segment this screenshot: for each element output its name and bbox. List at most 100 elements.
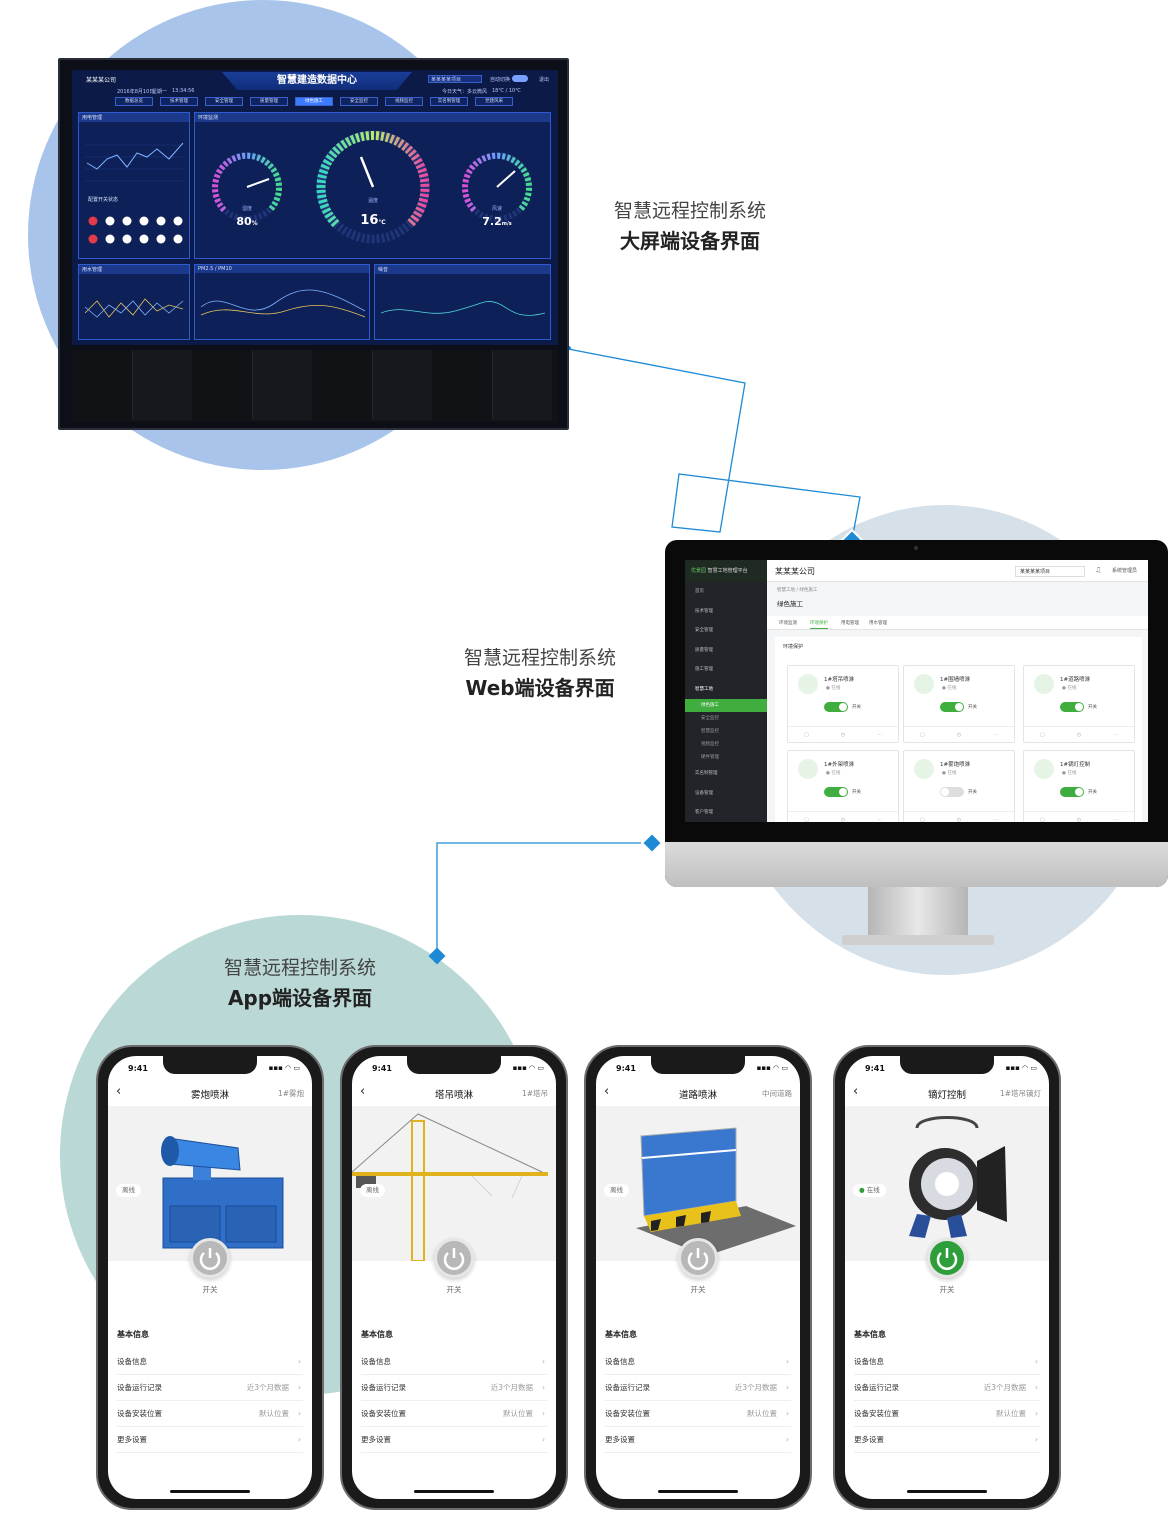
device-card-5[interactable]: 1#镝灯控制 ● 在线 开关 ▢◷··· (1023, 750, 1135, 822)
device-switch[interactable] (940, 702, 964, 712)
monitor-stand (868, 887, 968, 937)
row-run-records[interactable]: 设备运行记录近3个月数据› (361, 1375, 547, 1401)
breadcrumb: 智慧工地 / 绿色施工 (777, 588, 818, 593)
row-more-settings[interactable]: 更多设置› (605, 1427, 791, 1453)
power-button[interactable] (434, 1238, 474, 1278)
web-logo: 优景园 智慧工地管理平台 (685, 560, 767, 582)
web-tab-0[interactable]: 环境监测 (779, 621, 797, 626)
env-panel: 环境监测 湿度 80% 温度 16℃ 风速 7.2m/s (194, 112, 551, 259)
row-install-location[interactable]: 设备安装位置默认位置› (117, 1401, 303, 1427)
power-icon (443, 1248, 465, 1270)
back-icon[interactable]: ‹ (360, 1084, 366, 1099)
device-card-3[interactable]: 1#外架喷淋 ● 在线 开关 ▢◷··· (787, 750, 899, 822)
web-sidebar: 优景园 智慧工地管理平台 首页 技术管理 安全管理 质量管理 施工管理 智慧工地… (685, 560, 767, 822)
noise-panel-title: 噪音 (375, 265, 550, 274)
bs-tab-0[interactable]: 数据总览 (115, 97, 153, 106)
row-run-records[interactable]: 设备运行记录近3个月数据› (605, 1375, 791, 1401)
menu-item-0[interactable]: 首页 (695, 589, 704, 594)
switch-status-grid (88, 216, 183, 244)
menu-item-1[interactable]: 技术管理 (695, 608, 713, 614)
bs-tab-6[interactable]: 视频监控 (385, 97, 423, 106)
row-device-info[interactable]: 设备信息› (854, 1349, 1040, 1375)
bs-tab-7[interactable]: 实名制管理 (430, 97, 468, 106)
menu-item-4[interactable]: 施工管理 (695, 667, 713, 672)
menu-item-2[interactable]: 安全管理 (695, 628, 713, 633)
device-card-2[interactable]: 1#道路喷淋 ● 在线 开关 ▢◷··· (1023, 665, 1135, 743)
device-card-4[interactable]: 1#雾炮喷淋 ● 在线 开关 ▢◷··· (903, 750, 1015, 822)
row-more-settings[interactable]: 更多设置› (854, 1427, 1040, 1453)
menu-item-8[interactable]: 客户管理 (695, 810, 713, 815)
row-run-records[interactable]: 设备运行记录近3个月数据› (854, 1375, 1040, 1401)
power-button[interactable] (678, 1238, 718, 1278)
card-actions[interactable]: ▢◷··· (904, 726, 1014, 742)
wall-icon (914, 674, 934, 694)
card-actions[interactable]: ▢◷··· (1024, 811, 1134, 822)
bs-tab-1[interactable]: 技术管理 (160, 97, 198, 106)
card-actions[interactable]: ▢◷··· (1024, 726, 1134, 742)
device-title: 道路喷淋 (678, 1090, 717, 1101)
power-button[interactable] (927, 1238, 967, 1278)
power-panel: 用电管理 配置开关状态 (78, 112, 190, 259)
device-image (108, 1106, 312, 1261)
row-install-location[interactable]: 设备安装位置默认位置› (854, 1401, 1040, 1427)
device-switch[interactable] (1060, 787, 1084, 797)
row-more-settings[interactable]: 更多设置› (361, 1427, 547, 1453)
card-actions[interactable]: ▢◷··· (788, 811, 898, 822)
row-install-location[interactable]: 设备安装位置默认位置› (605, 1401, 791, 1427)
menu-item-6[interactable]: 实名制管理 (695, 771, 718, 776)
bs-tab-4[interactable]: 绿色施工 (295, 97, 333, 106)
auto-switch-toggle[interactable] (512, 75, 528, 82)
submenu-item-0[interactable]: 绿色施工 (685, 699, 767, 712)
device-switch[interactable] (1060, 702, 1084, 712)
menu-item-5[interactable]: 智慧工地 (695, 686, 713, 692)
project-select[interactable]: 某某某某项目 (428, 75, 482, 83)
device-subtitle: 中间道路 (762, 1089, 792, 1098)
row-device-info[interactable]: 设备信息› (361, 1349, 547, 1375)
back-icon[interactable]: ‹ (604, 1084, 610, 1099)
status-time: 9:41 (865, 1064, 885, 1073)
bs-tab-8[interactable]: 党建风采 (475, 97, 513, 106)
menu-item-7[interactable]: 设备管理 (695, 790, 713, 796)
menu-item-3[interactable]: 质量管理 (695, 647, 713, 653)
humidity-value: 80% (236, 215, 258, 228)
bs-tab-2[interactable]: 安全管理 (205, 97, 243, 106)
card-actions[interactable]: ▢◷··· (904, 811, 1014, 822)
row-device-info[interactable]: 设备信息› (605, 1349, 791, 1375)
back-icon[interactable]: ‹ (853, 1084, 859, 1099)
device-card-0[interactable]: 1#塔吊喷淋 ● 在线 开关 ▢◷··· (787, 665, 899, 743)
submenu-item-1[interactable]: 安全监控 (701, 716, 719, 721)
home-indicator (658, 1490, 738, 1493)
submenu-item-2[interactable]: 智慧监控 (701, 729, 719, 734)
back-icon[interactable]: ‹ (116, 1084, 122, 1099)
device-switch[interactable] (940, 787, 964, 797)
submenu-item-3[interactable]: 视频监控 (701, 742, 719, 747)
temperature-label: 温度 (367, 198, 378, 204)
submenu-item-4[interactable]: 硬件管理 (701, 755, 719, 760)
bs-tab-3[interactable]: 质量管理 (250, 97, 288, 106)
card-actions[interactable]: ▢◷··· (788, 726, 898, 742)
status-badge: 离线 (604, 1184, 629, 1197)
bs-tab-5[interactable]: 安全监控 (340, 97, 378, 106)
row-device-info[interactable]: 设备信息› (117, 1349, 303, 1375)
device-card-1[interactable]: 1#围墙喷淋 ● 在线 开关 ▢◷··· (903, 665, 1015, 743)
auto-switch-label: 自动切换 (490, 77, 511, 83)
web-tab-2[interactable]: 用电管理 (841, 621, 859, 626)
web-tab-3[interactable]: 用水管理 (869, 621, 887, 626)
web-company: 某某某公司 (775, 567, 815, 576)
web-user[interactable]: 系统管理员 (1112, 568, 1138, 574)
web-tab-1[interactable]: 环境保护 (810, 620, 828, 629)
exit-button[interactable]: 退出 (539, 77, 550, 83)
device-status: ● 在线 (1062, 771, 1077, 776)
fog-cannon-image (161, 1136, 284, 1249)
web-project-select[interactable]: 某某某某项目 (1015, 566, 1085, 577)
power-button[interactable] (190, 1238, 230, 1278)
signal-icon: ▪▪▪ ◠ ▭ (1005, 1064, 1037, 1072)
bell-icon[interactable]: ♫ (1095, 566, 1102, 574)
row-install-location[interactable]: 设备安装位置默认位置› (361, 1401, 547, 1427)
section-title: 基本信息 (854, 1330, 886, 1339)
noise-panel: 噪音 (374, 264, 551, 340)
row-run-records[interactable]: 设备运行记录近3个月数据› (117, 1375, 303, 1401)
row-more-settings[interactable]: 更多设置› (117, 1427, 303, 1453)
device-switch[interactable] (824, 702, 848, 712)
device-switch[interactable] (824, 787, 848, 797)
